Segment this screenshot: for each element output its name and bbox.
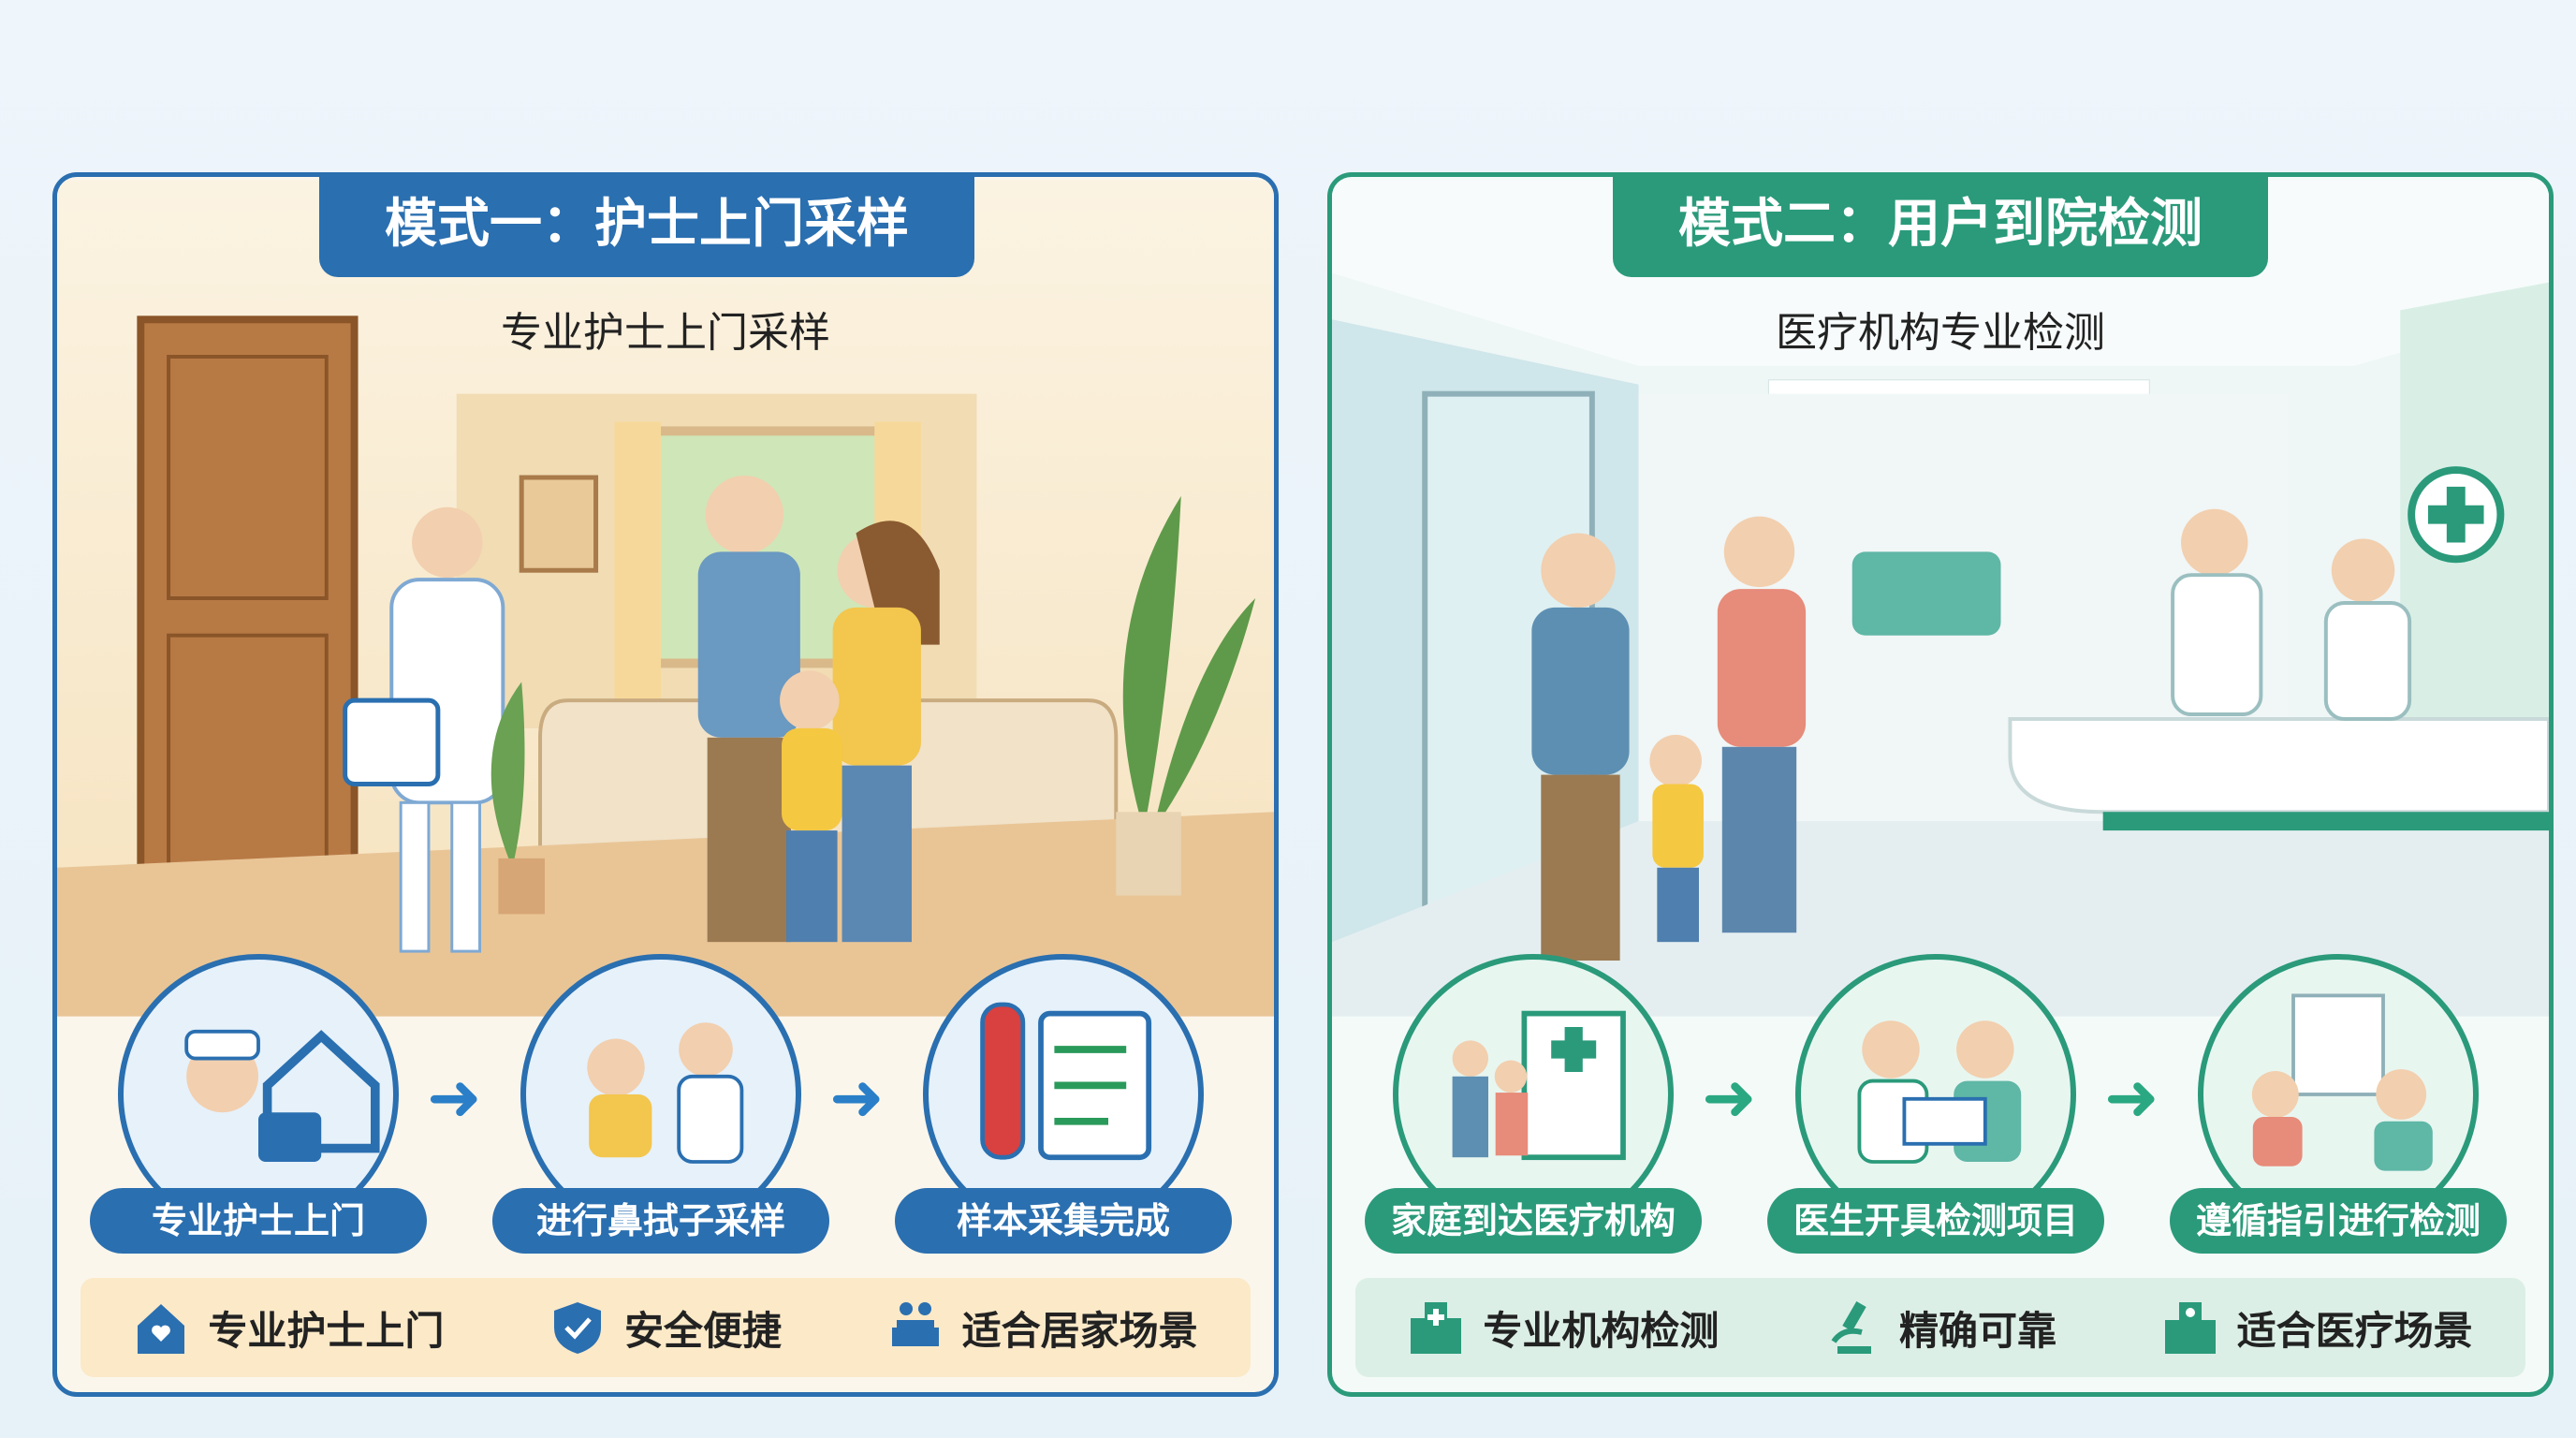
arrow-right-icon: ➜ [427, 1059, 482, 1136]
mode1-subtitle: 专业护士上门采样 [501, 309, 830, 357]
house-heart-icon [138, 1304, 185, 1354]
hospital-visit-illustration [1332, 180, 2549, 1017]
feature-item: 适合医疗场景 [2162, 1299, 2473, 1357]
sofa-family-icon [891, 1302, 939, 1346]
feature-item: 专业护士上门 [133, 1299, 444, 1357]
feature-label: 专业机构检测 [1483, 1307, 1720, 1354]
shield-check-icon [553, 1302, 601, 1354]
mode2-subtitle: 医疗机构专业检测 [1776, 309, 2105, 357]
feature-item: 精确可靠 [1824, 1299, 2056, 1357]
mode1-panel: 模式一：护士上门采样 专业护士上门采样 专业护士上门 ➜ 进行鼻拭子采样 ➜ 样… [52, 172, 1279, 1397]
home-sampling-illustration [57, 180, 1274, 1017]
feature-label: 适合居家场景 [961, 1307, 1198, 1354]
step-label: 进行鼻拭子采样 [492, 1188, 829, 1254]
mode1-step-2: 进行鼻拭子采样 [492, 954, 829, 1263]
feature-label: 精确可靠 [1898, 1307, 2056, 1354]
mode1-step-3: 样本采集完成 [895, 954, 1232, 1263]
arrow-right-icon: ➜ [829, 1059, 885, 1136]
feature-label: 专业护士上门 [208, 1307, 445, 1354]
mode2-step-1: 家庭到达医疗机构 [1365, 954, 1702, 1263]
mode2-panel: 模式二：用户到院检测 医疗机构专业检测 家庭到达医疗机构 ➜ 医生开具检测项目 … [1327, 172, 2554, 1397]
arrow-right-icon: ➜ [1702, 1059, 1757, 1136]
feature-item: 适合居家场景 [887, 1299, 1198, 1357]
step-label: 专业护士上门 [90, 1188, 427, 1254]
mode1-step-1: 专业护士上门 [90, 954, 427, 1263]
step-label: 遵循指引进行检测 [2170, 1188, 2507, 1254]
mode1-title: 模式一：护士上门采样 [319, 177, 974, 277]
step-label: 样本采集完成 [895, 1188, 1232, 1254]
feature-label: 安全便捷 [623, 1307, 782, 1354]
mode2-step-2: 医生开具检测项目 [1767, 954, 2104, 1263]
mode2-step-3: 遵循指引进行检测 [2170, 954, 2507, 1263]
mode1-feature-bar: 专业护士上门 安全便捷 适合居家场景 [80, 1278, 1251, 1377]
feature-label: 适合医疗场景 [2236, 1307, 2473, 1354]
feature-item: 安全便捷 [549, 1299, 782, 1357]
hospital-building-icon [1411, 1302, 1462, 1354]
arrow-right-icon: ➜ [2104, 1059, 2159, 1136]
step-label: 家庭到达医疗机构 [1365, 1188, 1702, 1254]
microscope-icon [1831, 1301, 1871, 1354]
mode2-title: 模式二：用户到院检测 [1613, 177, 2268, 277]
step-label: 医生开具检测项目 [1767, 1188, 2104, 1254]
feature-item: 专业机构检测 [1408, 1299, 1719, 1357]
mode2-feature-bar: 专业机构检测 精确可靠 适合医疗场景 [1355, 1278, 2525, 1377]
clinic-building-icon [2164, 1302, 2216, 1354]
